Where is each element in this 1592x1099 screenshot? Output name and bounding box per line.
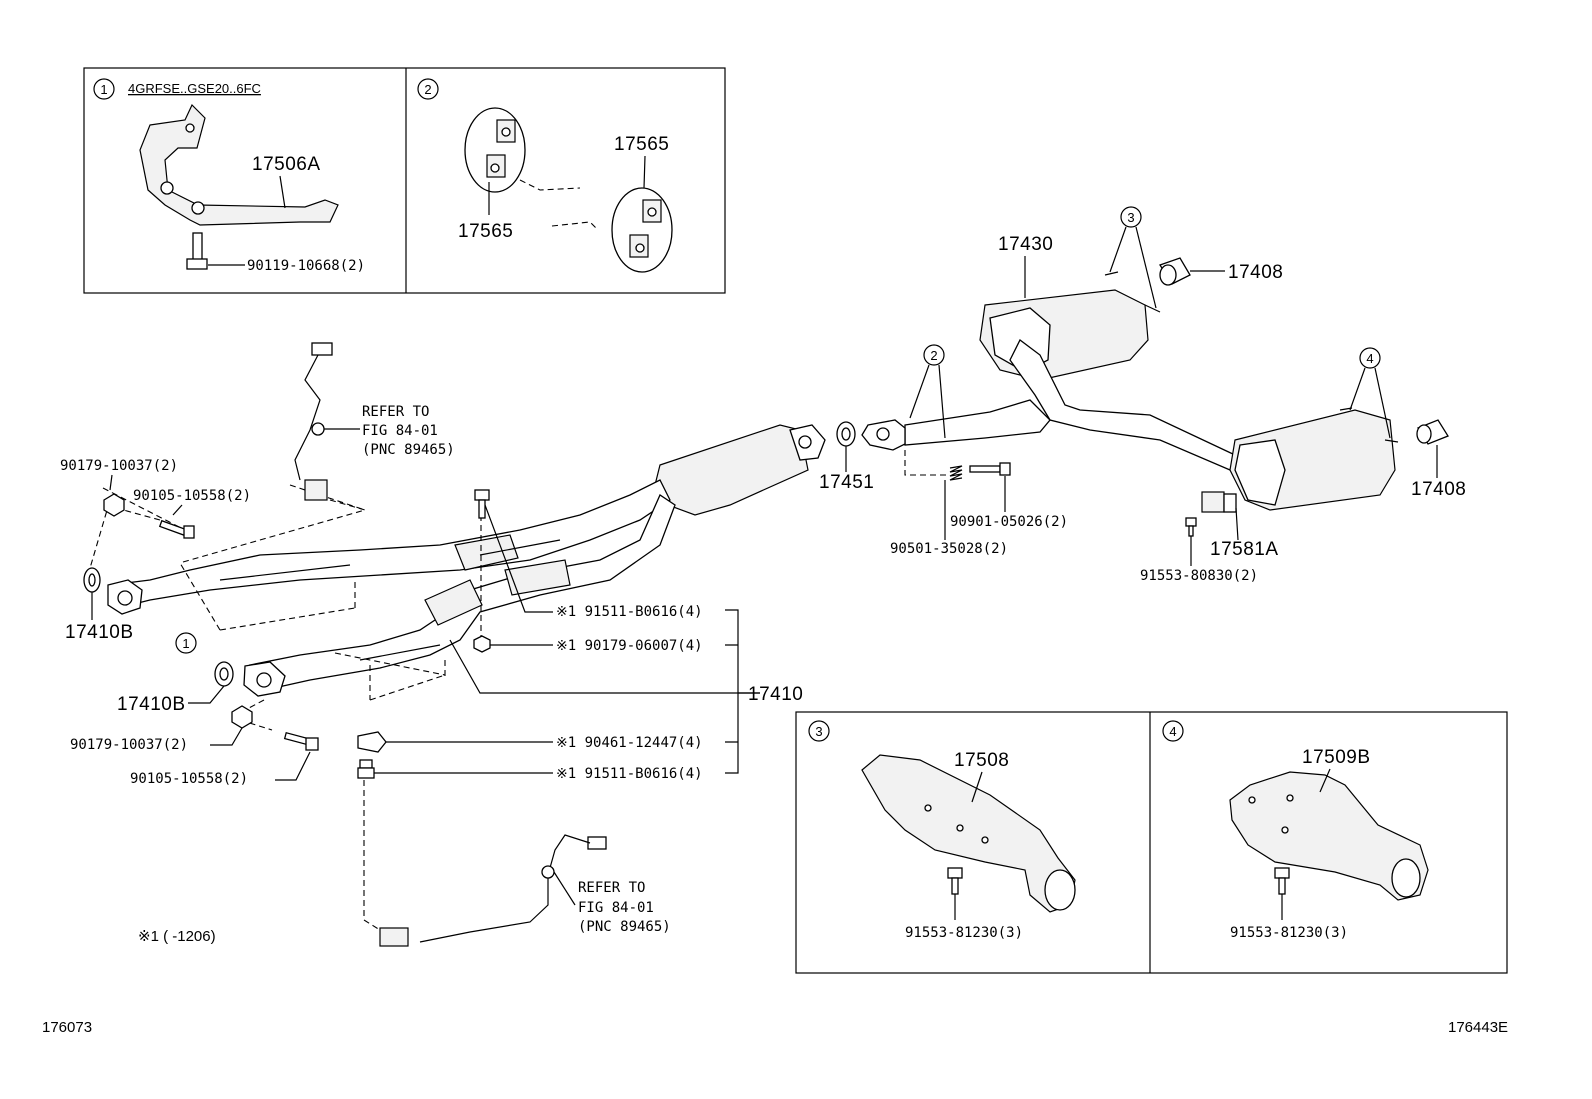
inset-2: 2 17565 17565: [417, 78, 673, 273]
bolt-90105-top-label: 90105-10558(2): [133, 488, 251, 504]
inset-4-number: 4: [1169, 724, 1176, 739]
bolt-91553-81230-3-drawing: [947, 867, 963, 895]
clamp-90461-drawing: [357, 731, 387, 753]
bolt-91553-80830-drawing: [1185, 517, 1197, 537]
bracket-17509b-label: 17509B: [1302, 747, 1371, 768]
spec-91511-low-label: ※1 91511-B0616(4): [556, 766, 703, 782]
refer-box-top: REFER TO FIG 84-01 (PNC 89465): [362, 404, 455, 458]
callout-2: 2: [909, 344, 946, 439]
inset-frame-bottom: [795, 711, 1508, 974]
inset-3: 3 17508 91553-81230(3): [808, 720, 1076, 941]
gasket-17451-drawing: [836, 421, 856, 447]
svg-text:2: 2: [930, 348, 937, 363]
callout-1: 1: [175, 632, 197, 654]
inset-2-number: 2: [424, 82, 431, 97]
part-90901-label: 90901-05026(2): [950, 514, 1068, 530]
svg-text:3: 3: [1127, 210, 1134, 225]
hanger-17565-b-drawing: [611, 187, 673, 273]
rear-muffler-drawing: [861, 271, 1399, 511]
spec-90179-06007-label: ※1 90179-06007(4): [556, 638, 703, 654]
bolt-90119-label: 90119-10668(2): [247, 258, 365, 274]
refer-top-line2: FIG 84-01: [362, 423, 438, 439]
bolt-90105-top-drawing: [158, 519, 195, 539]
part-90501-label: 90501-35028(2): [890, 541, 1008, 557]
inset-1-number: 1: [100, 82, 107, 97]
tail-pipe-17408-top-drawing: [1159, 257, 1191, 286]
bracket-17506a-drawing: [139, 103, 339, 226]
svg-text:4: 4: [1366, 351, 1373, 366]
inset-frame-top: [83, 67, 726, 294]
spec-90461-label: ※1 90461-12447(4): [556, 735, 703, 751]
nut-90179-06007-drawing: [473, 635, 491, 653]
part-17430-label: 17430: [998, 234, 1053, 255]
bolt-91553-81230-4-drawing: [1274, 867, 1290, 895]
refer-bottom-line3: (PNC 89465): [578, 919, 671, 935]
gasket-17410b-top-label: 17410B: [65, 622, 134, 643]
bolt-91553-inset4-label: 91553-81230(3): [1230, 925, 1348, 941]
part-17506a-label: 17506A: [252, 154, 321, 175]
gasket-17410b-top-drawing: [83, 567, 101, 593]
nut-90179-top-drawing: [103, 493, 125, 517]
refer-bottom-line2: FIG 84-01: [578, 900, 654, 916]
inset-1: 1 4GRFSE..GSE20..6FC 17506A 90119-10668(…: [93, 78, 365, 274]
bolt-90105-low-label: 90105-10558(2): [130, 771, 248, 787]
front-pipe-assembly-drawing: [107, 424, 826, 697]
o2-sensor-bottom-drawing: [379, 834, 607, 947]
bolt-91511-top-drawing: [474, 489, 490, 519]
bracket-17508-drawing: [861, 754, 1076, 913]
part-17581a-label: 17581A: [1210, 539, 1279, 560]
o2-sensor-top-drawing: [294, 342, 333, 501]
callout-4: 4: [1349, 347, 1391, 439]
svg-text:1: 1: [182, 636, 189, 651]
gasket-17410b-low-drawing: [214, 661, 234, 687]
spring-bolt-drawing: [949, 462, 1011, 481]
hanger-17565-a-label: 17565: [458, 221, 513, 242]
bolt-91553-inset3-label: 91553-81230(3): [905, 925, 1023, 941]
footer-right-id: 176443E: [1448, 1019, 1508, 1036]
footer-left-id: 176073: [42, 1019, 92, 1036]
hanger-17565-b-label: 17565: [614, 134, 669, 155]
refer-top-line1: REFER TO: [362, 404, 429, 420]
part-17410-label: 17410: [748, 684, 803, 705]
hanger-17565-a-drawing: [464, 107, 526, 193]
bracket-17509b-drawing: [1229, 771, 1429, 901]
gasket-17410b-low-label: 17410B: [117, 694, 186, 715]
spec-91511-top-label: ※1 91511-B0616(4): [556, 604, 703, 620]
bracket-17508-label: 17508: [954, 750, 1009, 771]
inset-4: 4 17509B 91553-81230(3): [1162, 720, 1429, 941]
part-17408-top-label: 17408: [1228, 262, 1283, 283]
tail-pipe-17408-right-drawing: [1416, 419, 1449, 445]
inset-3-number: 3: [815, 724, 822, 739]
refer-box-bottom: REFER TO FIG 84-01 (PNC 89465): [578, 880, 671, 935]
part-17451-label: 17451: [819, 472, 874, 493]
nut-90179-top-label: 90179-10037(2): [60, 458, 178, 474]
nut-90179-low-drawing: [231, 705, 253, 729]
nut-90179-low-label: 90179-10037(2): [70, 737, 188, 753]
refer-bottom-line1: REFER TO: [578, 880, 645, 896]
bolt-90119-drawing: [186, 232, 208, 270]
part-17581a-drawing: [1201, 491, 1237, 513]
bolt-91511-low-drawing: [357, 759, 375, 779]
part-17408-right-label: 17408: [1411, 479, 1466, 500]
footnote-text: ※1 ( -1206): [138, 928, 216, 945]
refer-top-line3: (PNC 89465): [362, 442, 455, 458]
bolt-90105-low-drawing: [283, 731, 319, 751]
part-91553-80830-label: 91553-80830(2): [1140, 568, 1258, 584]
callout-3: 3: [1109, 206, 1157, 309]
inset-1-title: 4GRFSE..GSE20..6FC: [128, 81, 261, 96]
